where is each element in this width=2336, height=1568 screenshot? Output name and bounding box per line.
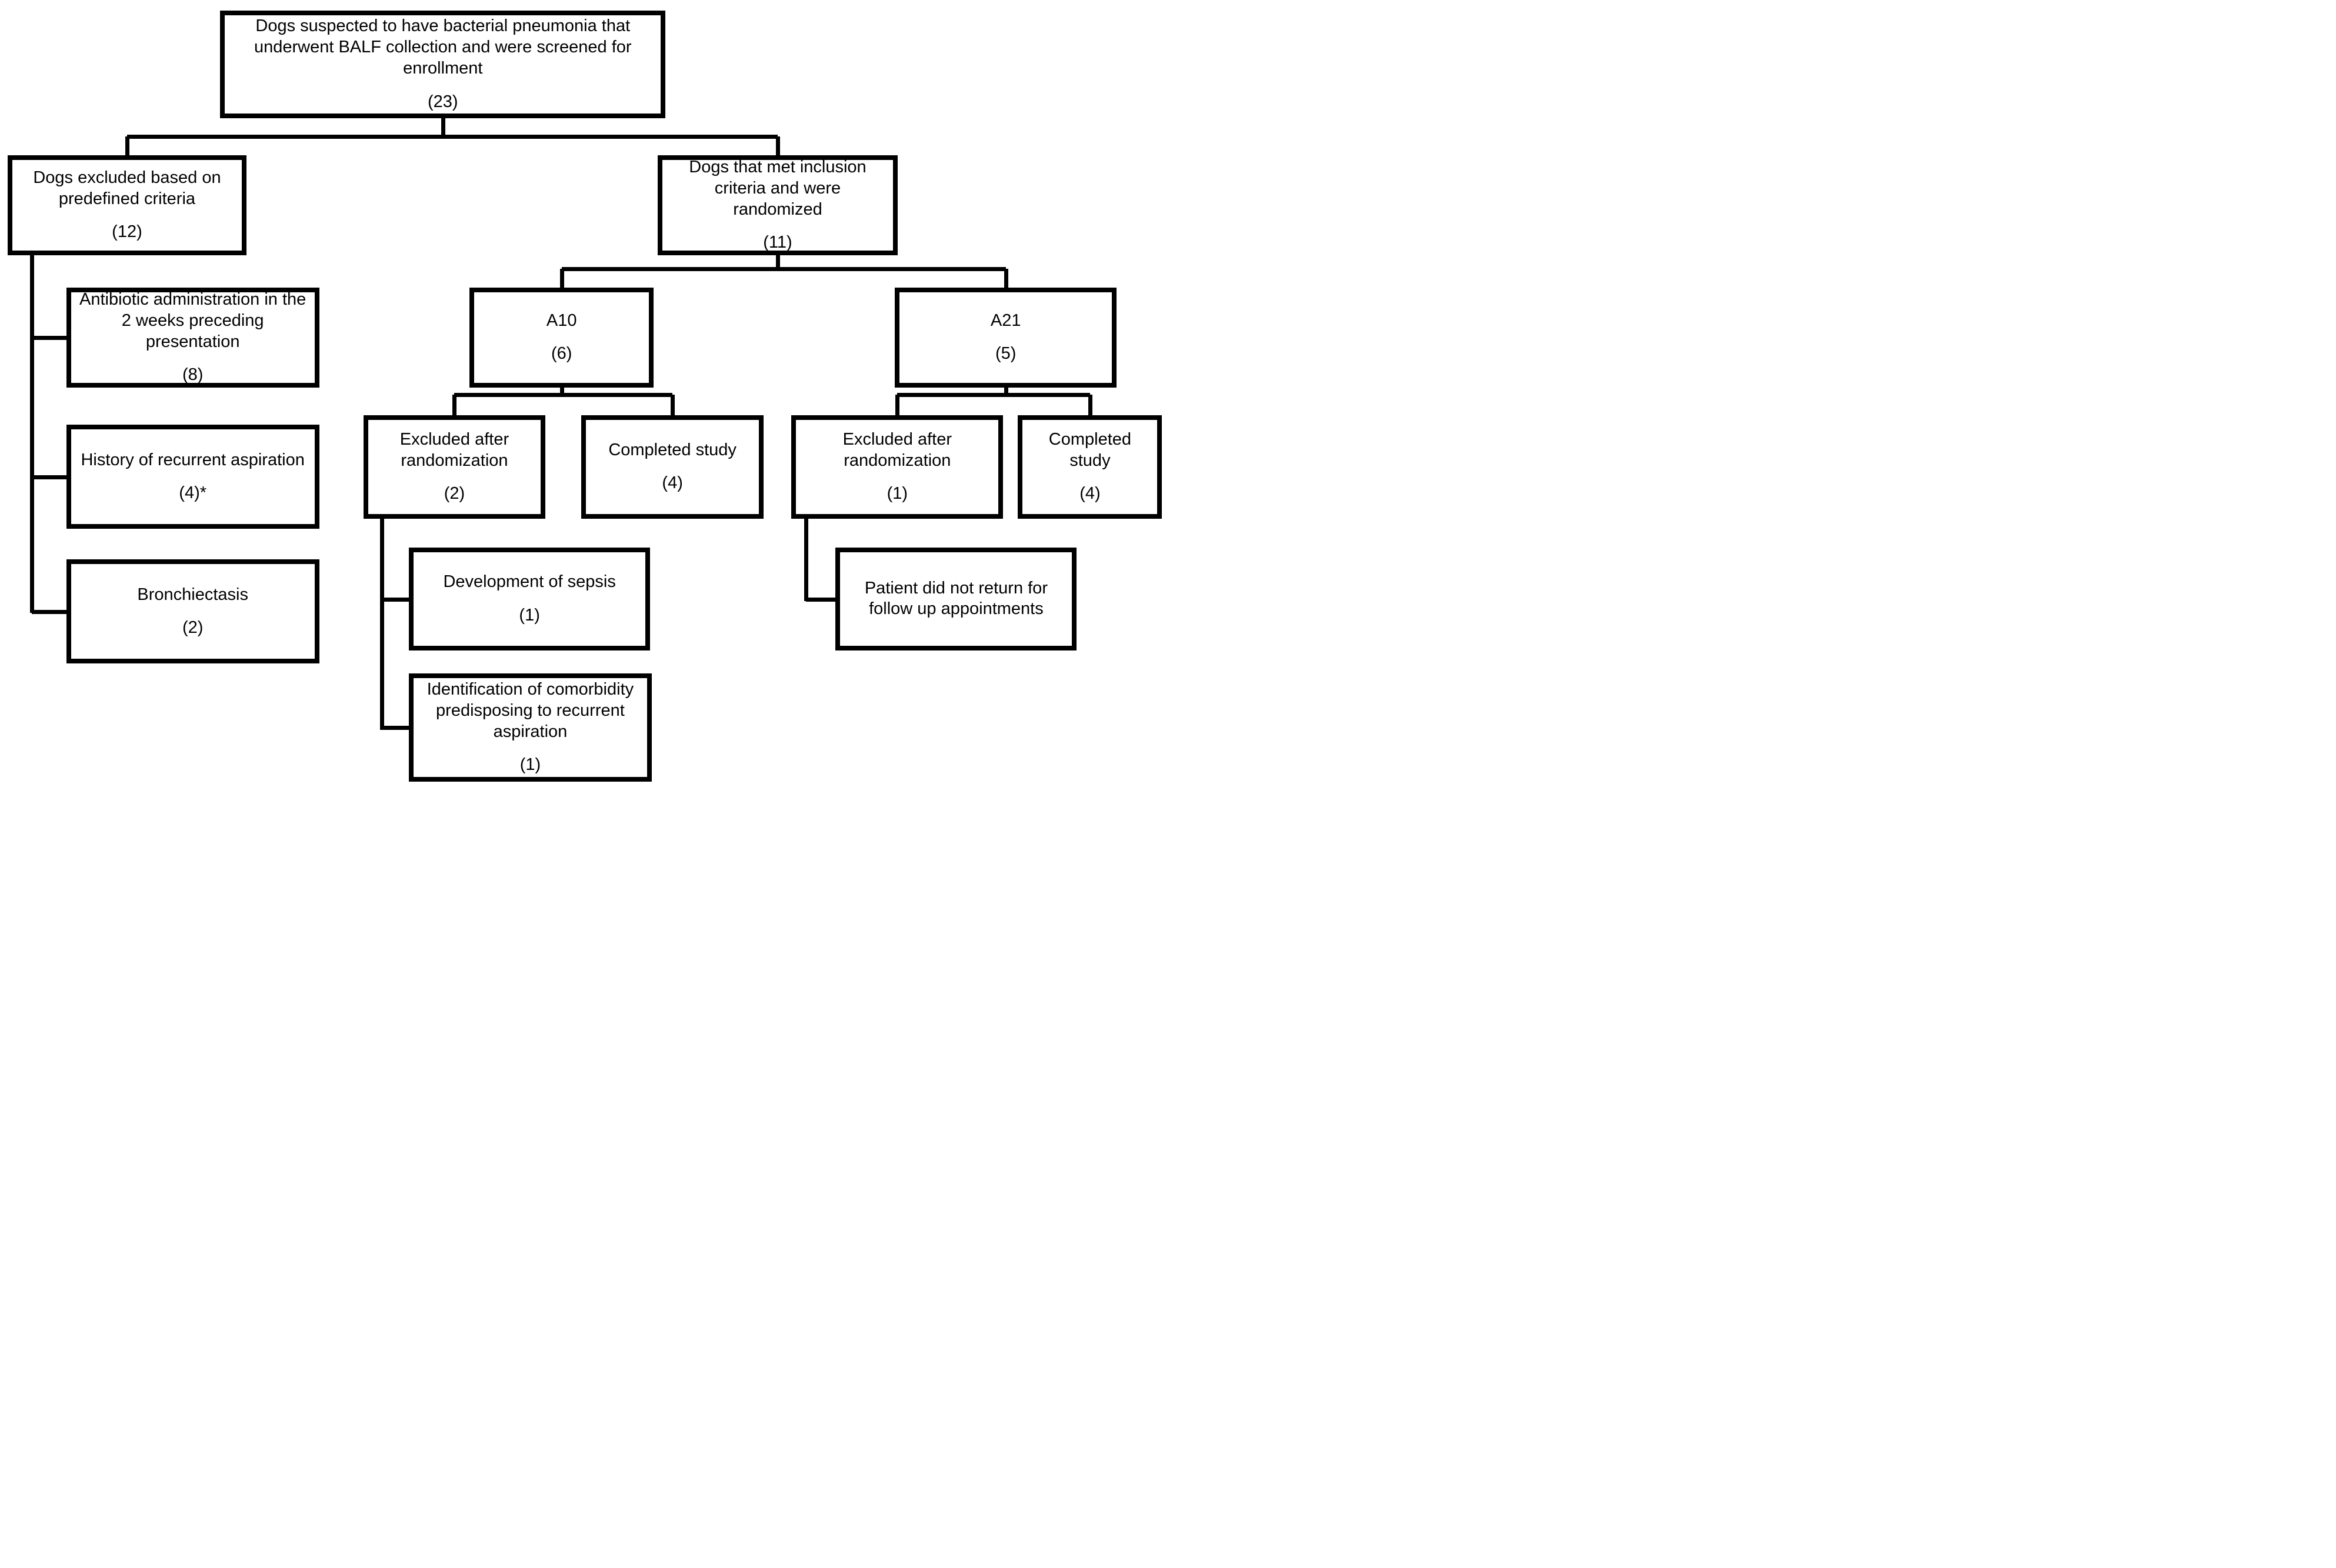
- box-arm-a10-label: A10: [546, 311, 577, 330]
- box-comorbidity-label: Identification of comorbidity predisposi…: [426, 679, 634, 741]
- study-flow-diagram: Dogs suspected to have bacterial pneumon…: [0, 0, 1168, 784]
- connector-a10-down: [559, 385, 564, 398]
- box-a21-completed-count: (4): [1079, 484, 1101, 503]
- connector-a21-split-horizontal: [897, 393, 1090, 398]
- box-randomized: Dogs that met inclusion criteria and wer…: [657, 155, 898, 255]
- box-randomized-label: Dogs that met inclusion criteria and wer…: [689, 157, 867, 219]
- box-a10-excluded-count: (2): [444, 484, 465, 503]
- connector-a10-split-horizontal: [454, 393, 673, 398]
- connector-stub-antibiotics: [32, 335, 69, 340]
- box-bronchiectasis: Bronchiectasis (2): [66, 559, 319, 663]
- box-a21-excluded: Excluded after randomization (1): [791, 415, 1004, 519]
- box-no-followup: Patient did not return for follow up app…: [835, 547, 1077, 650]
- connector-to-a10: [559, 268, 564, 290]
- box-comorbidity-count: (1): [519, 755, 541, 775]
- box-a10-excluded-label: Excluded after randomization: [399, 429, 509, 470]
- box-a21-excluded-label: Excluded after randomization: [842, 429, 952, 470]
- connector-a21-exclusion-trunk: [804, 516, 809, 602]
- box-excluded-predefined: Dogs excluded based on predefined criter…: [7, 155, 247, 255]
- box-a21-completed: Completed study (4): [1018, 415, 1162, 519]
- box-sepsis-count: (1): [519, 605, 540, 625]
- connector-level1-horizontal: [127, 134, 778, 139]
- connector-randomized-down: [776, 253, 781, 271]
- box-a10-completed-label: Completed study: [608, 440, 737, 459]
- box-bronchiectasis-label: Bronchiectasis: [137, 585, 248, 604]
- box-arm-a21: A21 (5): [895, 287, 1117, 388]
- box-excluded-predefined-count: (12): [112, 222, 142, 242]
- connector-to-a21: [1004, 268, 1008, 290]
- connector-a21-down: [1004, 385, 1008, 398]
- connector-stub-sepsis: [382, 597, 414, 602]
- box-sepsis-label: Development of sepsis: [443, 572, 616, 592]
- box-a10-completed: Completed study (4): [581, 415, 764, 519]
- box-a21-excluded-count: (1): [887, 484, 908, 503]
- box-arm-a10: A10 (6): [469, 287, 654, 388]
- connector-to-randomized: [776, 136, 781, 158]
- connector-to-a10-excluded: [452, 395, 457, 418]
- connector-to-excluded: [125, 136, 130, 158]
- connector-stub-no-followup: [806, 597, 840, 602]
- box-a21-completed-label: Completed study: [1048, 429, 1132, 470]
- box-screened-label: Dogs suspected to have bacterial pneumon…: [254, 16, 632, 78]
- connector-arms-horizontal: [561, 266, 1006, 271]
- connector-to-a21-excluded: [895, 395, 900, 418]
- connector-stub-bronchiectasis: [32, 609, 69, 614]
- box-excluded-predefined-label: Dogs excluded based on predefined criter…: [33, 168, 221, 208]
- box-antibiotic-administration-count: (8): [182, 365, 204, 385]
- box-randomized-count: (11): [763, 233, 792, 252]
- connector-a10-exclusion-trunk: [380, 516, 385, 730]
- box-a10-completed-count: (4): [662, 473, 683, 493]
- box-screened-count: (23): [427, 92, 458, 111]
- box-antibiotic-administration: Antibiotic administration in the 2 weeks…: [66, 287, 319, 388]
- box-comorbidity: Identification of comorbidity predisposi…: [409, 673, 652, 782]
- box-arm-a21-label: A21: [990, 311, 1021, 330]
- connector-stub-comorbidity: [382, 726, 414, 730]
- box-arm-a10-count: (6): [551, 344, 572, 363]
- connector-stub-aspiration: [32, 475, 69, 479]
- box-no-followup-label: Patient did not return for follow up app…: [864, 578, 1048, 619]
- connector-screened-down: [441, 116, 445, 138]
- connector-exclusion-trunk: [30, 253, 35, 613]
- box-antibiotic-administration-label: Antibiotic administration in the 2 weeks…: [79, 289, 306, 351]
- box-bronchiectasis-count: (2): [182, 618, 204, 637]
- connector-to-a21-completed: [1088, 395, 1092, 418]
- box-sepsis: Development of sepsis (1): [409, 547, 651, 650]
- box-screened: Dogs suspected to have bacterial pneumon…: [220, 10, 666, 118]
- box-recurrent-aspiration-history: History of recurrent aspiration (4)*: [66, 425, 319, 529]
- box-arm-a21-count: (5): [995, 344, 1017, 363]
- box-recurrent-aspiration-history-count: (4)*: [179, 483, 207, 502]
- connector-to-a10-completed: [671, 395, 675, 418]
- box-recurrent-aspiration-history-label: History of recurrent aspiration: [81, 450, 305, 469]
- box-a10-excluded: Excluded after randomization (2): [363, 415, 546, 519]
